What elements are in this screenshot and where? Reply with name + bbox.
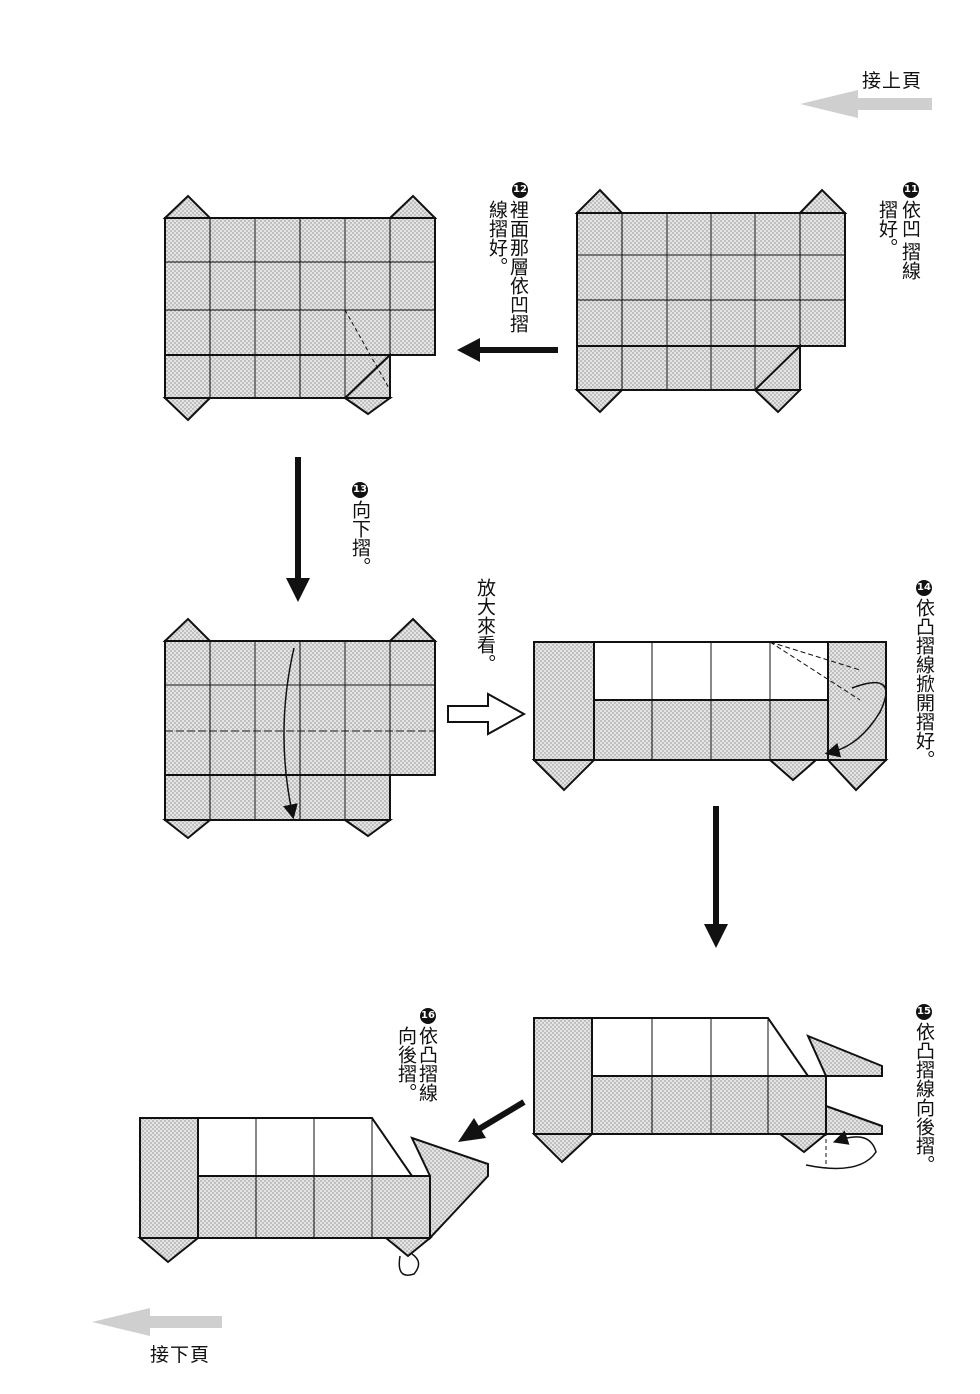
step-16-text: 依凸摺線向後摺。: [395, 1026, 438, 1102]
step-12-number: 12: [512, 182, 528, 198]
arrow-step12-to-13: [286, 457, 310, 602]
step-11-text-line3: 摺好。: [876, 200, 898, 257]
step-14-figure: [531, 641, 889, 792]
step-13-text: 向下摺。: [349, 500, 371, 576]
step-15-figure: [531, 1017, 883, 1170]
next-page-label[interactable]: 接下頁: [150, 1344, 211, 1366]
arrow-step15-to-16: [458, 1099, 526, 1142]
next-page-arrow-icon[interactable]: [92, 1308, 222, 1336]
step-11-text-line2: 摺線: [899, 242, 921, 280]
step-15-number: 15: [916, 1004, 932, 1020]
step-14-text: 依凸摺線掀開摺好。: [913, 598, 935, 769]
step-13-figure: [162, 617, 438, 840]
step-15-text: 依凸摺線向後摺。: [913, 1022, 935, 1174]
arrow-step14-to-15: [704, 806, 728, 948]
step-14-number: 14: [916, 580, 932, 596]
step-11-number: 11: [903, 182, 919, 198]
prev-page-label[interactable]: 接上頁: [862, 70, 923, 92]
zoom-arrow-icon: [447, 692, 527, 736]
step-11-figure: [574, 188, 848, 414]
prev-page-arrow-icon[interactable]: [800, 90, 932, 118]
step-12-figure: [162, 194, 438, 422]
step-16-number: 16: [420, 1008, 436, 1024]
step-16-figure: [137, 1117, 489, 1276]
step-12-text: 裡面那層依凹摺線摺好。: [486, 200, 529, 333]
step-11-text-line1: 依凹: [899, 200, 921, 238]
arrow-step11-to-12: [457, 338, 558, 362]
zoom-note: 放大來看。: [474, 578, 496, 673]
step-13-number: 13: [352, 482, 368, 498]
